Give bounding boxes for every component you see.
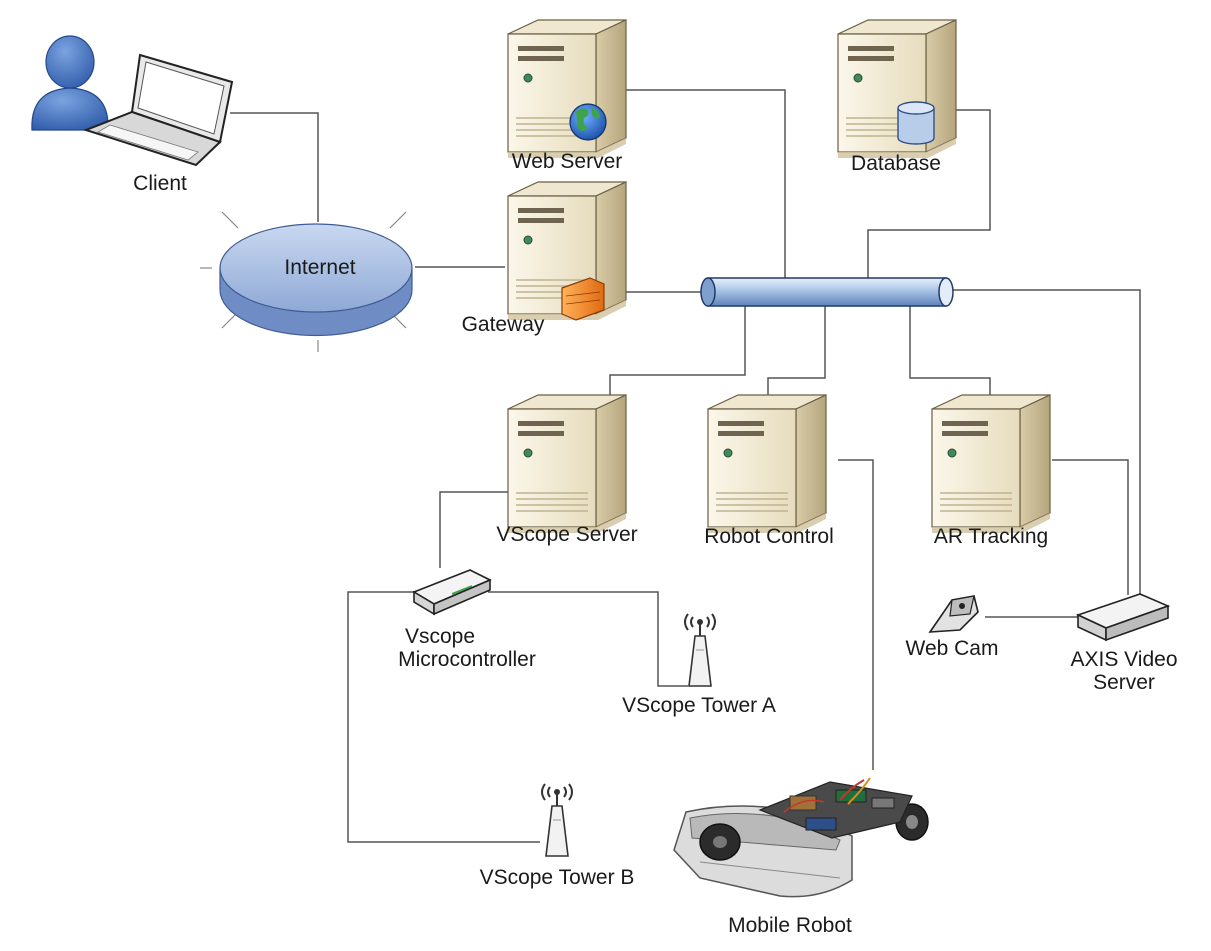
database-cylinder-icon (897, 101, 935, 145)
web-server-label: Web Server (511, 150, 623, 173)
vscope-tower-b-icon (541, 783, 573, 857)
vscope-tower-a-label: VScope Tower A (622, 694, 776, 717)
web-server-icon (507, 19, 627, 159)
gateway-label: Gateway (461, 313, 545, 336)
database-server-icon (837, 19, 957, 159)
internet-cloud (200, 211, 413, 352)
vscope-tower-a-icon (684, 613, 716, 687)
vscope-microcontroller-label-line2: Microcontroller (398, 648, 536, 671)
firewall-icon (561, 277, 605, 321)
internet-label: Internet (284, 256, 356, 279)
mobile-robot-icon (673, 777, 929, 898)
client-icon (31, 35, 234, 167)
network-bus (700, 277, 954, 307)
vscope-tower-b-label: VScope Tower B (479, 866, 635, 889)
globe-icon (569, 103, 607, 141)
connection-lines (230, 89, 1141, 843)
axis-video-server-label-line1: AXIS Video (1070, 648, 1178, 671)
web-cam-label: Web Cam (905, 637, 999, 660)
microcontroller-icon (412, 569, 492, 616)
axis-video-server-label-line2: Server (1093, 671, 1155, 694)
client-label: Client (133, 172, 187, 195)
vscope-server-icon (507, 394, 627, 534)
ar-tracking-label: AR Tracking (933, 525, 1049, 548)
vscope-server-label: VScope Server (496, 523, 638, 546)
vscope-microcontroller-label-line1: Vscope (404, 625, 476, 648)
axis-video-server-icon (1075, 593, 1171, 642)
web-cam-icon (928, 595, 979, 633)
robot-control-server-icon (707, 394, 827, 534)
robot-control-label: Robot Control (704, 525, 834, 548)
mobile-robot-label: Mobile Robot (728, 914, 852, 937)
ar-tracking-server-icon (931, 394, 1051, 534)
database-label: Database (851, 152, 941, 175)
